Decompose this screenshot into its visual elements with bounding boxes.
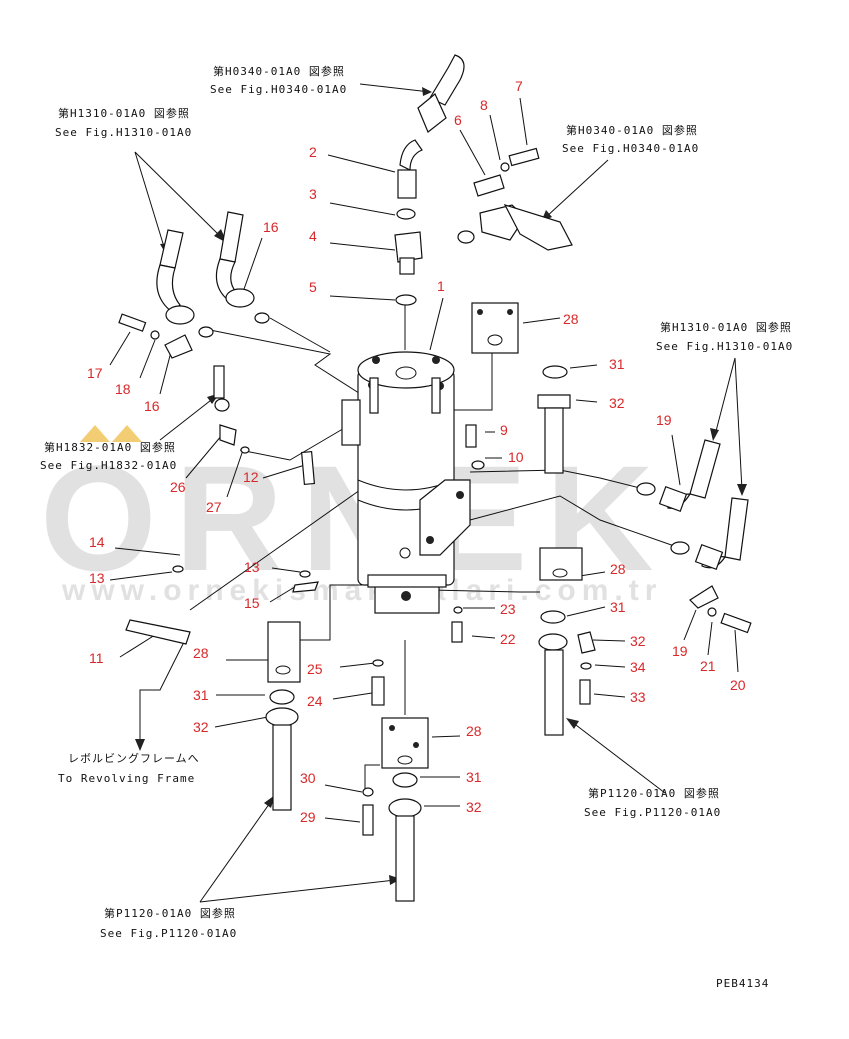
part-label-28a: 28 bbox=[563, 311, 579, 327]
part-label-32d: 32 bbox=[466, 799, 482, 815]
part-label-8: 8 bbox=[480, 97, 488, 113]
ref-h0340-top-jp: 第H0340-01A0 図参照 bbox=[213, 64, 345, 78]
part-label-27: 27 bbox=[206, 499, 222, 515]
part-label-13a: 13 bbox=[89, 570, 105, 586]
part-label-28c: 28 bbox=[193, 645, 209, 661]
part-labels: 1 2 3 4 5 6 7 8 9 10 11 12 13 13 14 15 1… bbox=[87, 78, 746, 825]
ref-h0340-top-en: See Fig.H0340-01A0 bbox=[210, 83, 347, 96]
ref-p1120-bottom-jp: 第P1120-01A0 図参照 bbox=[104, 906, 236, 920]
ref-h0340-right-en: See Fig.H0340-01A0 bbox=[562, 142, 699, 155]
part-label-2: 2 bbox=[309, 144, 317, 160]
part-label-12: 12 bbox=[243, 469, 259, 485]
ref-h1832-en: See Fig.H1832-01A0 bbox=[40, 459, 177, 472]
part-label-24: 24 bbox=[307, 693, 323, 709]
part-label-32b: 32 bbox=[630, 633, 646, 649]
drawing-code: PEB4134 bbox=[716, 977, 769, 990]
ref-h1310-right-jp: 第H1310-01A0 図参照 bbox=[660, 320, 792, 334]
part-label-32c: 32 bbox=[193, 719, 209, 735]
part-label-7: 7 bbox=[515, 78, 523, 94]
part-label-28d: 28 bbox=[466, 723, 482, 739]
part-label-16a: 16 bbox=[263, 219, 279, 235]
reference-notes: 第H0340-01A0 図参照 See Fig.H0340-01A0 第H131… bbox=[40, 64, 793, 990]
part-label-31c: 31 bbox=[193, 687, 209, 703]
part-label-22: 22 bbox=[500, 631, 516, 647]
part-label-19a: 19 bbox=[656, 412, 672, 428]
part-label-4: 4 bbox=[309, 228, 317, 244]
ref-revolving-en: To Revolving Frame bbox=[58, 772, 195, 785]
ref-h0340-right-jp: 第H0340-01A0 図参照 bbox=[566, 123, 698, 137]
part-label-3: 3 bbox=[309, 186, 317, 202]
ref-h1310-right-en: See Fig.H1310-01A0 bbox=[656, 340, 793, 353]
watermark-logo-mark bbox=[80, 425, 110, 442]
part-label-31a: 31 bbox=[609, 356, 625, 372]
part-label-30: 30 bbox=[300, 770, 316, 786]
flange-blocks bbox=[125, 302, 596, 902]
part-label-9: 9 bbox=[500, 422, 508, 438]
part-label-29: 29 bbox=[300, 809, 316, 825]
part-label-26: 26 bbox=[170, 479, 186, 495]
ref-p1120-bottom-en: See Fig.P1120-01A0 bbox=[100, 927, 237, 940]
part-label-10: 10 bbox=[508, 449, 524, 465]
part-label-15: 15 bbox=[244, 595, 260, 611]
ref-p1120-right-jp: 第P1120-01A0 図参照 bbox=[588, 786, 720, 800]
ref-h1832-jp: 第H1832-01A0 図参照 bbox=[44, 440, 176, 454]
ref-h1310-left-jp: 第H1310-01A0 図参照 bbox=[58, 106, 190, 120]
part-label-25: 25 bbox=[307, 661, 323, 677]
left-hoses bbox=[118, 211, 316, 486]
part-label-11: 11 bbox=[89, 650, 104, 666]
swivel-joint-body bbox=[341, 351, 471, 614]
part-label-20: 20 bbox=[730, 677, 746, 693]
part-label-6: 6 bbox=[454, 112, 462, 128]
top-fittings bbox=[394, 54, 573, 306]
part-label-31d: 31 bbox=[466, 769, 482, 785]
part-label-13b: 13 bbox=[244, 559, 260, 575]
part-label-21: 21 bbox=[700, 658, 716, 674]
leader-lines bbox=[109, 97, 739, 823]
ref-h1310-left-en: See Fig.H1310-01A0 bbox=[55, 126, 192, 139]
part-label-16b: 16 bbox=[144, 398, 160, 414]
part-label-28b: 28 bbox=[610, 561, 626, 577]
part-label-18: 18 bbox=[115, 381, 131, 397]
part-label-17: 17 bbox=[87, 365, 103, 381]
part-label-14: 14 bbox=[89, 534, 105, 550]
ref-revolving-jp: レボルビングフレームへ bbox=[68, 751, 200, 765]
watermark-logo-mark bbox=[112, 425, 142, 442]
right-hoses bbox=[636, 439, 752, 634]
part-label-23: 23 bbox=[500, 601, 516, 617]
part-label-1: 1 bbox=[437, 278, 445, 294]
part-label-34: 34 bbox=[630, 659, 646, 675]
part-label-33: 33 bbox=[630, 689, 646, 705]
ref-p1120-right-en: See Fig.P1120-01A0 bbox=[584, 806, 721, 819]
part-label-5: 5 bbox=[309, 279, 317, 295]
part-label-19b: 19 bbox=[672, 643, 688, 659]
part-label-32a: 32 bbox=[609, 395, 625, 411]
part-label-31b: 31 bbox=[610, 599, 626, 615]
